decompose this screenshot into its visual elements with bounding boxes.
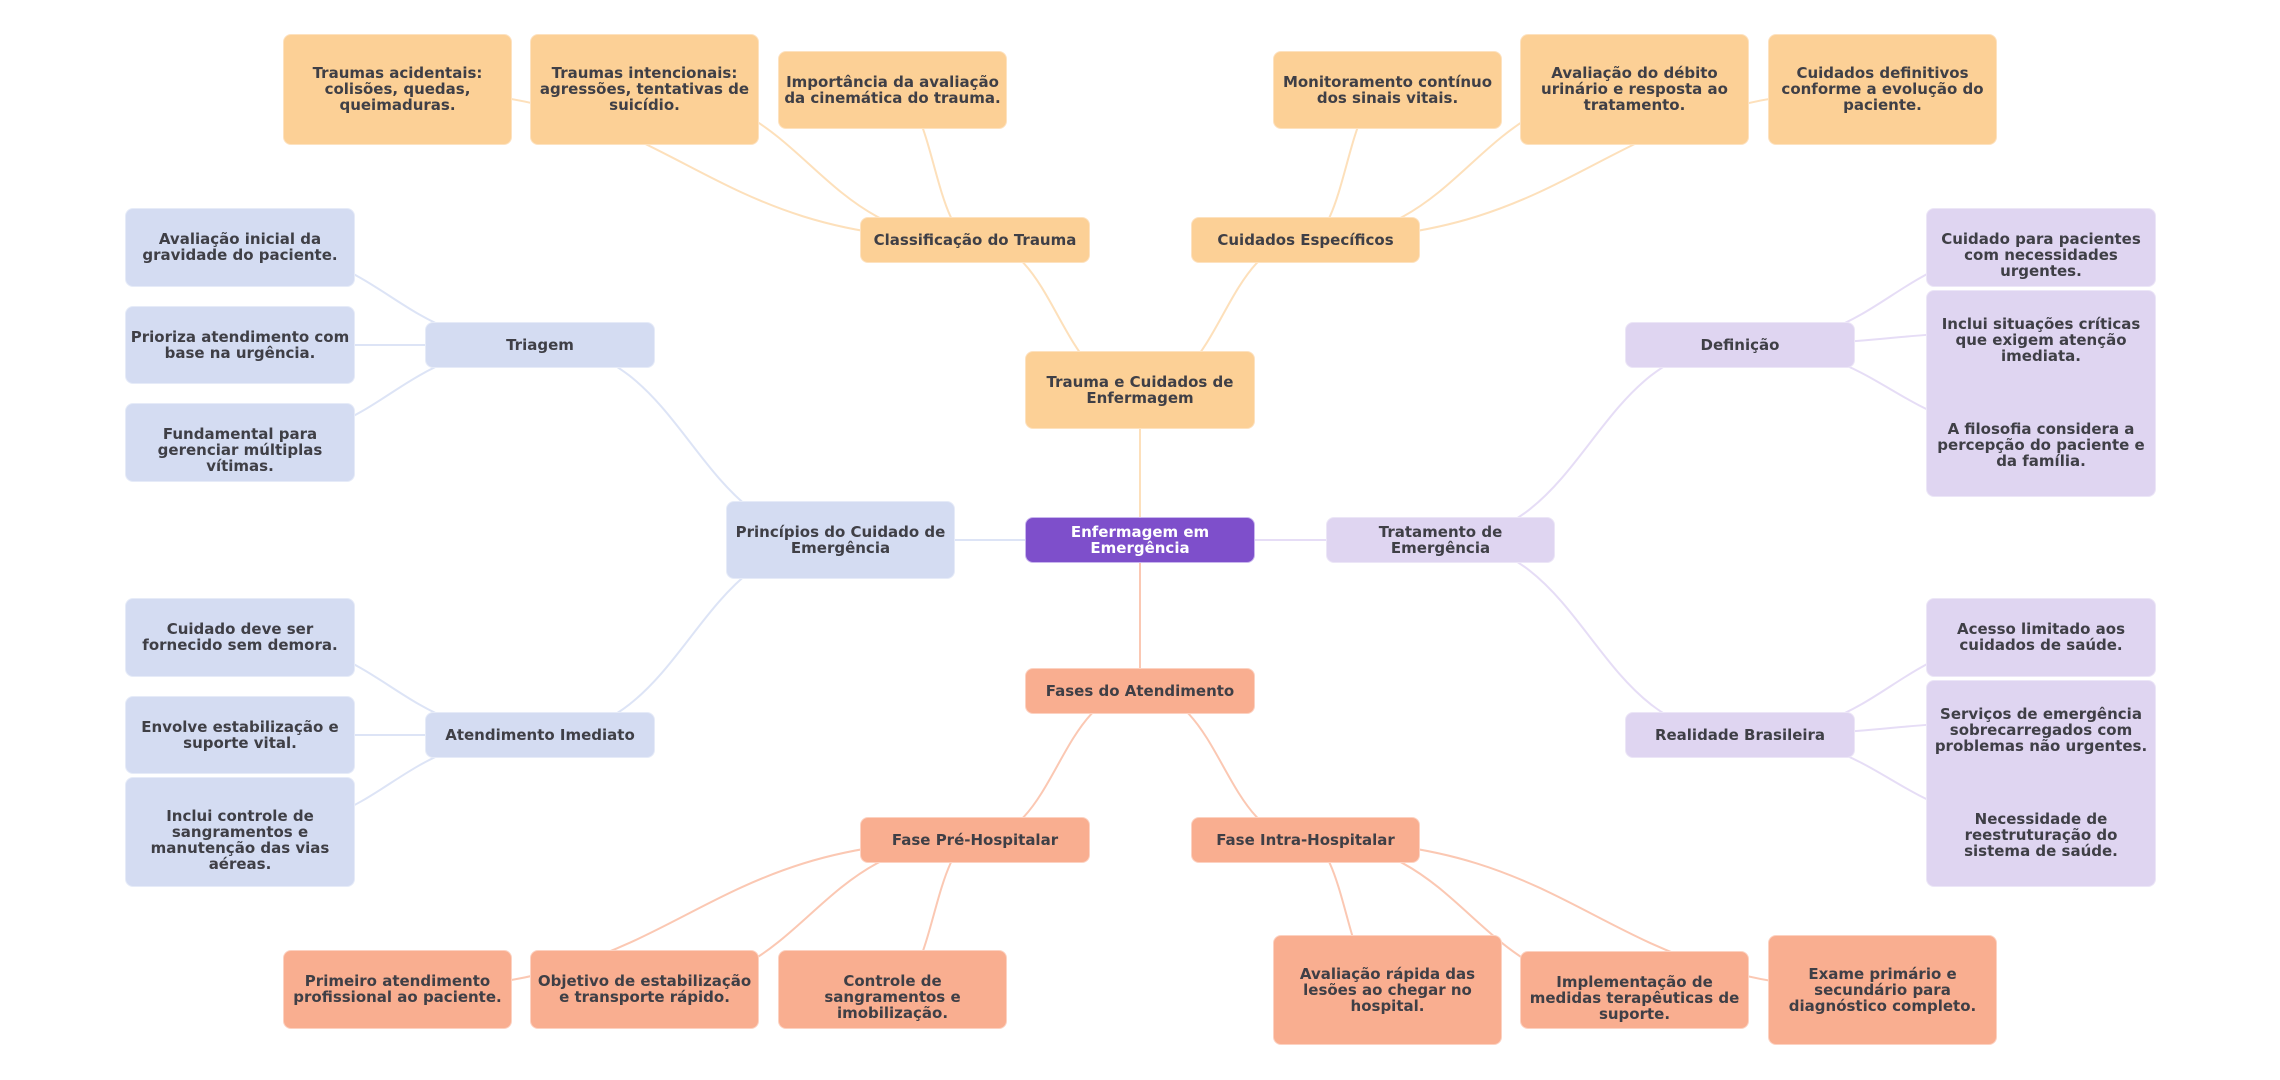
leaf-node[interactable]: Traumas acidentais: colisões, quedas, qu… (283, 34, 512, 145)
leaf-label: Controle de sangramentos e imobilização. (824, 972, 961, 1022)
branch-treatment[interactable]: Tratamento de Emergência (1326, 517, 1555, 563)
leaf-node[interactable]: Traumas intencionais: agressões, tentati… (530, 34, 759, 145)
topic-label: Cuidados Específicos (1217, 231, 1394, 249)
leaf-label: Avaliação rápida das lesões ao chegar no… (1299, 965, 1476, 1015)
root-node[interactable]: Enfermagem em Emergência (1025, 517, 1255, 563)
topic-label: Fase Pré-Hospitalar (891, 831, 1059, 849)
leaf-node[interactable]: Monitoramento contínuo dos sinais vitais… (1273, 51, 1502, 129)
leaf-label: A filosofia considera a percepção do pac… (1937, 420, 2145, 470)
topic-label: Fase Intra-Hospitalar (1216, 831, 1395, 849)
topic-definition[interactable]: Definição (1625, 322, 1855, 368)
leaf-label: Fundamental para gerenciar múltiplas vít… (157, 425, 323, 475)
leaf-node[interactable]: Implementação de medidas terapêuticas de… (1520, 951, 1749, 1029)
leaf-node[interactable]: Prioriza atendimento com base na urgênci… (125, 306, 355, 384)
leaf-label: Acesso limitado aos cuidados de saúde. (1956, 620, 2126, 654)
leaf-label: Necessidade de reestruturação do sistema… (1964, 810, 2118, 860)
connector-line (1440, 539, 1741, 736)
topic-label: Classificação do Trauma (873, 231, 1077, 249)
leaf-label: Cuidados definitivos conforme a evolução… (1781, 64, 1984, 114)
leaf-node[interactable]: A filosofia considera a percepção do pac… (1926, 370, 2156, 497)
leaf-node[interactable]: Serviços de emergência sobrecarregados c… (1926, 680, 2156, 762)
leaf-node[interactable]: Acesso limitado aos cuidados de saúde. (1926, 598, 2156, 677)
leaf-node[interactable]: Objetivo de estabilização e transporte r… (530, 950, 759, 1029)
leaf-label: Primeiro atendimento profissional ao pac… (293, 972, 502, 1006)
topic-intra-hospital[interactable]: Fase Intra-Hospitalar (1191, 817, 1420, 863)
branch-trauma[interactable]: Trauma e Cuidados de Enfermagem (1025, 351, 1255, 429)
leaf-node[interactable]: Exame primário e secundário para diagnós… (1768, 935, 1997, 1045)
branch-trauma-label: Trauma e Cuidados de Enfermagem (1046, 373, 1234, 407)
leaf-node[interactable]: Avaliação rápida das lesões ao chegar no… (1273, 935, 1502, 1045)
leaf-label: Monitoramento contínuo dos sinais vitais… (1282, 73, 1493, 107)
leaf-node[interactable]: Controle de sangramentos e imobilização. (778, 950, 1007, 1029)
connector-line (1440, 344, 1741, 541)
topic-label: Realidade Brasileira (1654, 726, 1826, 744)
topic-specific-care[interactable]: Cuidados Específicos (1191, 217, 1420, 263)
leaf-label: Inclui controle de sangramentos e manute… (150, 807, 330, 873)
leaf-node[interactable]: Fundamental para gerenciar múltiplas vít… (125, 403, 355, 482)
leaf-label: Prioriza atendimento com base na urgênci… (130, 328, 350, 362)
leaf-label: Traumas acidentais: colisões, quedas, qu… (312, 64, 483, 114)
leaf-node[interactable]: Cuidado deve ser fornecido sem demora. (125, 598, 355, 677)
leaf-label: Envolve estabilização e suporte vital. (141, 718, 339, 752)
leaf-node[interactable]: Avaliação do débito urinário e resposta … (1520, 34, 1749, 145)
topic-pre-hospital[interactable]: Fase Pré-Hospitalar (860, 817, 1090, 863)
leaf-node[interactable]: Cuidados definitivos conforme a evolução… (1768, 34, 1997, 145)
leaf-node[interactable]: Necessidade de reestruturação do sistema… (1926, 760, 2156, 887)
topic-trauma-classification[interactable]: Classificação do Trauma (860, 217, 1090, 263)
topic-immediate-care[interactable]: Atendimento Imediato (425, 712, 655, 758)
leaf-label: Implementação de medidas terapêuticas de… (1529, 973, 1740, 1023)
topic-label: Definição (1700, 336, 1780, 354)
branch-principles[interactable]: Princípios do Cuidado de Emergência (726, 501, 955, 579)
topic-label: Atendimento Imediato (445, 726, 635, 744)
leaf-node[interactable]: Primeiro atendimento profissional ao pac… (283, 950, 512, 1029)
branch-phases[interactable]: Fases do Atendimento (1025, 668, 1255, 714)
topic-triage[interactable]: Triagem (425, 322, 655, 368)
leaf-label: Cuidado deve ser fornecido sem demora. (142, 620, 338, 654)
leaf-label: Avaliação inicial da gravidade do pacien… (142, 230, 338, 264)
leaf-label: Serviços de emergência sobrecarregados c… (1934, 705, 2148, 755)
leaf-label: Inclui situações críticas que exigem ate… (1941, 315, 2141, 365)
leaf-node[interactable]: Inclui controle de sangramentos e manute… (125, 777, 355, 887)
leaf-label: Avaliação do débito urinário e resposta … (1541, 64, 1728, 114)
leaf-label: Exame primário e secundário para diagnós… (1788, 965, 1977, 1015)
topic-brazil-reality[interactable]: Realidade Brasileira (1625, 712, 1855, 758)
topic-label: Triagem (506, 336, 574, 354)
leaf-label: Cuidado para pacientes com necessidades … (1941, 230, 2141, 280)
branch-principles-label: Princípios do Cuidado de Emergência (735, 523, 946, 557)
leaf-label: Traumas intencionais: agressões, tentati… (539, 64, 750, 114)
root-node-label: Enfermagem em Emergência (1070, 523, 1210, 557)
leaf-label: Objetivo de estabilização e transporte r… (537, 972, 752, 1006)
leaf-node[interactable]: Cuidado para pacientes com necessidades … (1926, 208, 2156, 287)
leaf-label: Importância da avaliação da cinemática d… (784, 73, 1001, 107)
branch-phases-label: Fases do Atendimento (1045, 682, 1235, 700)
leaf-node[interactable]: Importância da avaliação da cinemática d… (778, 51, 1007, 129)
leaf-node[interactable]: Envolve estabilização e suporte vital. (125, 696, 355, 774)
leaf-node[interactable]: Inclui situações críticas que exigem ate… (1926, 290, 2156, 372)
leaf-node[interactable]: Avaliação inicial da gravidade do pacien… (125, 208, 355, 287)
branch-treatment-label: Tratamento de Emergência (1378, 523, 1503, 557)
